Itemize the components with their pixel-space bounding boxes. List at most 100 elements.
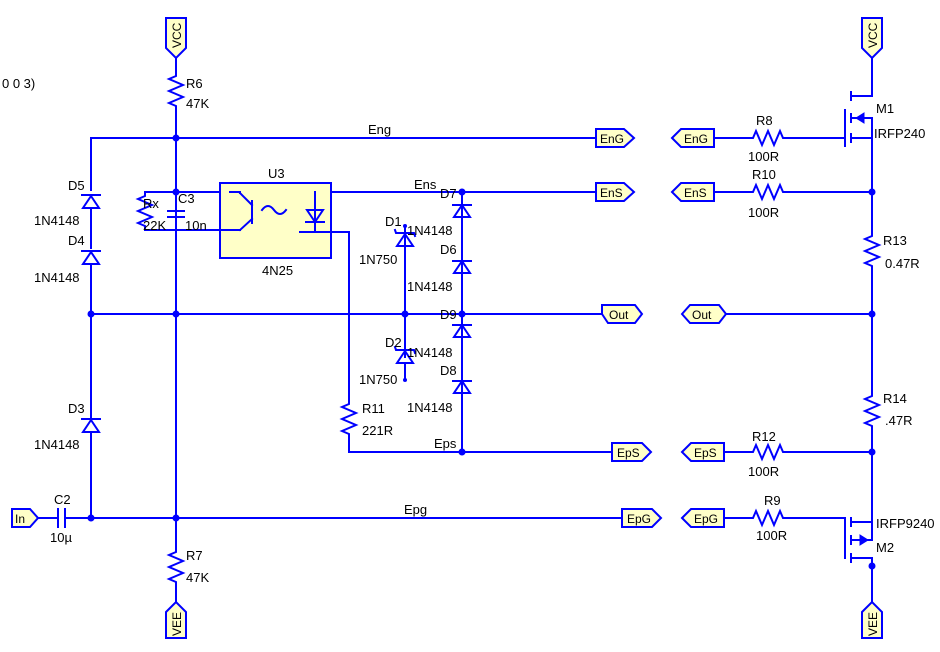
svg-text:Rx: Rx <box>143 196 159 211</box>
net-epg-label: Epg <box>404 502 427 517</box>
flag-eps-right[interactable]: EpS <box>680 442 725 462</box>
flag-out-right[interactable]: Out <box>680 304 728 324</box>
svg-text:In: In <box>15 512 25 526</box>
svg-text:1N4148: 1N4148 <box>407 345 453 360</box>
flag-ens-right[interactable]: EnS <box>670 182 715 202</box>
svg-text:R13: R13 <box>883 233 907 248</box>
resistor-r13[interactable]: R13 0.47R <box>862 231 920 271</box>
flag-eng-right[interactable]: EnG <box>670 128 715 148</box>
svg-text:.47R: .47R <box>885 413 912 428</box>
zener-d2[interactable]: D2 1N750 <box>359 335 417 387</box>
svg-text:VEE: VEE <box>170 612 184 636</box>
resistor-r7[interactable]: R7 47K <box>166 545 209 593</box>
mosfet-m2[interactable]: IRFP9240 M2 <box>844 516 935 563</box>
svg-text:D3: D3 <box>68 401 85 416</box>
svg-text:1N750: 1N750 <box>359 372 397 387</box>
r6-value: 47K <box>186 96 209 111</box>
svg-text:D6: D6 <box>440 242 457 257</box>
mosfet-m1[interactable]: M1 IRFP240 <box>844 91 925 147</box>
svg-text:M2: M2 <box>876 540 894 555</box>
r6-name: R6 <box>186 76 203 91</box>
svg-text:IRFP240: IRFP240 <box>874 126 925 141</box>
junction-dots-left <box>87 134 466 522</box>
vee-flag-right: VEE <box>861 600 883 639</box>
svg-text:EpS: EpS <box>617 446 640 460</box>
net-ens-label: Ens <box>414 177 437 192</box>
svg-text:D7: D7 <box>440 186 457 201</box>
diode-d7[interactable]: D7 1N4148 <box>407 186 472 238</box>
flag-ens-left[interactable]: EnS <box>595 182 636 202</box>
svg-text:C2: C2 <box>54 492 71 507</box>
junction-dots-right <box>868 188 876 570</box>
svg-text:R7: R7 <box>186 548 203 563</box>
resistor-r14[interactable]: R14 .47R <box>862 391 912 433</box>
zener-d1[interactable]: D1 1N750 <box>359 214 417 267</box>
svg-text:100R: 100R <box>748 205 779 220</box>
svg-text:100R: 100R <box>748 149 779 164</box>
svg-text:D9: D9 <box>440 307 457 322</box>
capacitor-c2[interactable]: C2 10µ <box>50 492 72 545</box>
svg-text:IRFP9240: IRFP9240 <box>876 516 935 531</box>
svg-text:R8: R8 <box>756 113 773 128</box>
svg-text:M1: M1 <box>876 101 894 116</box>
svg-text:VCC: VCC <box>170 22 184 48</box>
svg-text:C3: C3 <box>178 191 195 206</box>
resistor-r9[interactable]: R9 100R <box>748 493 790 543</box>
svg-text:R14: R14 <box>883 391 907 406</box>
diode-d6[interactable]: D6 1N4148 <box>407 242 472 294</box>
svg-text:1N4148: 1N4148 <box>34 437 80 452</box>
flag-eps-left[interactable]: EpS <box>611 442 653 462</box>
flag-out-left[interactable]: Out <box>601 304 644 324</box>
svg-text:EnS: EnS <box>684 186 707 200</box>
svg-text:D8: D8 <box>440 363 457 378</box>
diode-d4[interactable]: D4 1N4148 <box>34 233 101 285</box>
diode-d5[interactable]: D5 1N4148 <box>34 178 101 228</box>
svg-text:R12: R12 <box>752 429 776 444</box>
net-eng-label: Eng <box>368 122 391 137</box>
flag-epg-right[interactable]: EpG <box>680 508 725 528</box>
net-eps-label: Eps <box>434 436 457 451</box>
input-port[interactable]: In <box>11 508 40 528</box>
svg-text:221R: 221R <box>362 423 393 438</box>
resistor-r10[interactable]: R10 100R <box>748 167 790 220</box>
diode-d9[interactable]: D9 1N4148 <box>407 307 472 360</box>
spice-directive[interactable]: 0 0 3) <box>2 76 35 91</box>
svg-text:R9: R9 <box>764 493 781 508</box>
svg-text:1N4148: 1N4148 <box>407 223 453 238</box>
svg-text:1N4148: 1N4148 <box>407 400 453 415</box>
resistor-r6[interactable]: R6 47K <box>166 69 209 113</box>
svg-text:D4: D4 <box>68 233 85 248</box>
svg-text:4N25: 4N25 <box>262 263 293 278</box>
svg-text:D5: D5 <box>68 178 85 193</box>
diode-d3[interactable]: D3 1N4148 <box>34 401 101 452</box>
svg-text:VCC: VCC <box>866 22 880 48</box>
svg-text:1N4148: 1N4148 <box>407 279 453 294</box>
svg-text:R11: R11 <box>362 401 385 416</box>
svg-text:U3: U3 <box>268 166 285 181</box>
svg-text:EpG: EpG <box>694 512 718 526</box>
svg-text:EpG: EpG <box>627 512 651 526</box>
resistor-rx[interactable]: Rx 22K <box>135 191 219 233</box>
svg-text:100R: 100R <box>748 464 779 479</box>
optocoupler-u3[interactable]: U3 4N25 <box>219 166 332 278</box>
vcc-flag-right: VCC <box>861 17 883 60</box>
svg-text:10n: 10n <box>185 218 207 233</box>
svg-text:EnG: EnG <box>684 132 708 146</box>
flag-eng-left[interactable]: EnG <box>595 128 636 148</box>
capacitor-c3[interactable]: C3 10n <box>167 191 207 233</box>
svg-text:EnS: EnS <box>600 186 623 200</box>
vcc-flag-left: VCC <box>165 17 187 60</box>
svg-text:EnG: EnG <box>600 132 624 146</box>
flag-epg-left[interactable]: EpG <box>621 508 663 528</box>
svg-text:R10: R10 <box>752 167 776 182</box>
svg-text:10µ: 10µ <box>50 530 72 545</box>
svg-text:100R: 100R <box>756 528 787 543</box>
resistor-r8[interactable]: R8 100R <box>748 113 790 164</box>
resistor-r11[interactable]: R11 221R <box>339 399 393 441</box>
svg-text:1N750: 1N750 <box>359 252 397 267</box>
svg-text:VEE: VEE <box>866 612 880 636</box>
resistor-r12[interactable]: R12 100R <box>748 429 790 479</box>
svg-text:1N4148: 1N4148 <box>34 213 80 228</box>
diode-d8[interactable]: D8 1N4148 <box>407 363 472 415</box>
